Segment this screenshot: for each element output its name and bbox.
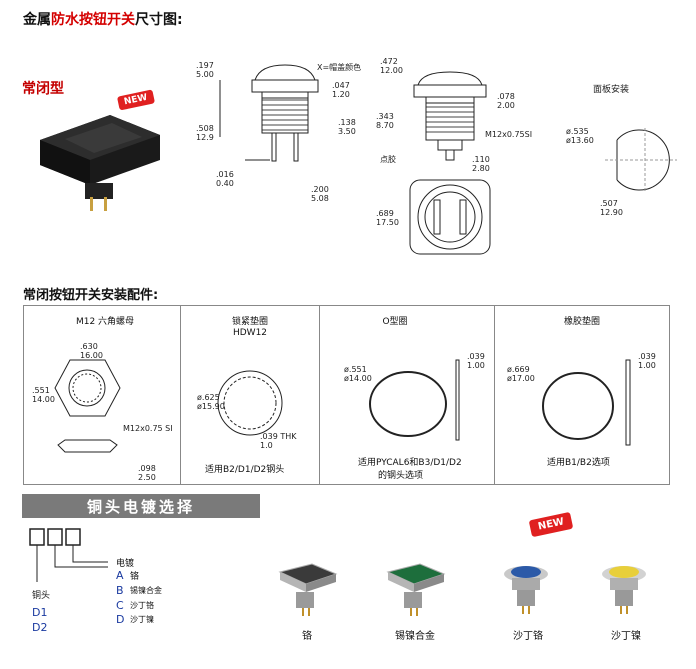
nut-dim-098: .098 xyxy=(138,464,156,473)
plating-label: 电镀 xyxy=(116,559,135,569)
opt-a: A xyxy=(116,569,124,582)
head-d2: D2 xyxy=(32,621,48,634)
lock-washer-title: 锁紧垫圈 xyxy=(231,317,268,327)
dim-343: .343 xyxy=(376,112,394,121)
o-ring-title: O型圈 xyxy=(382,317,408,327)
product-chrome-label: 铬 xyxy=(302,631,312,642)
plating-new-badge: NEW xyxy=(528,511,574,538)
panel-cutout-drawing xyxy=(605,128,677,192)
opt-d-text: 沙丁镍 xyxy=(130,615,154,624)
nut-dim-630: .630 xyxy=(80,342,98,351)
product-satin-chrome-label: 沙丁铬 xyxy=(513,631,543,642)
washer-dim-039: .039 THK xyxy=(260,432,297,441)
dim-350: 3.50 xyxy=(338,127,356,136)
rubber-dim-669: ø.669 xyxy=(507,365,530,374)
hex-nut-title: M12 六角螺母 xyxy=(75,317,135,327)
product-satin-nickel-label: 沙丁镍 xyxy=(611,631,641,642)
cap-color-note: X=帽盖颜色 xyxy=(317,63,362,72)
head-label: 铜头 xyxy=(32,591,51,601)
opt-d: D xyxy=(116,613,125,626)
oring-note-1: 适用PYCAL6和B3/D1/D2 xyxy=(358,458,462,468)
rubber-washer-drawing xyxy=(542,359,631,446)
dim-689: .689 xyxy=(376,209,394,218)
accessories-panel xyxy=(23,305,670,485)
nut-dim-250: 2.50 xyxy=(138,473,156,482)
dim-472: .472 xyxy=(380,57,398,66)
lock-washer-model: HDW12 xyxy=(232,328,268,338)
code-diagram xyxy=(29,528,108,582)
washer-note: 适用B2/D1/D2钢头 xyxy=(205,465,285,475)
nut-dim-1600: 16.00 xyxy=(80,351,103,360)
side-view-drawing xyxy=(219,64,319,162)
oring-dim-100: 1.00 xyxy=(467,361,485,370)
dim-500: 5.00 xyxy=(196,70,214,79)
washer-dim-625: ø.625 xyxy=(197,393,220,402)
rubber-dim-039: .039 xyxy=(638,352,656,361)
dim-047: .047 xyxy=(332,81,350,90)
nut-dim-1400: 14.00 xyxy=(32,395,55,404)
dim-1360: ø13.60 xyxy=(566,136,594,145)
product-tin-nickel-photo xyxy=(386,563,446,616)
product-satin-nickel-photo xyxy=(602,566,646,614)
dim-870: 8.70 xyxy=(376,121,394,130)
product-tin-nickel-label: 锡镍合金 xyxy=(395,631,435,642)
dim-1750: 17.50 xyxy=(376,218,399,227)
dim-280: 2.80 xyxy=(472,164,490,173)
dim-110: .110 xyxy=(472,155,490,164)
opt-b-text: 锡镍合金 xyxy=(130,586,162,595)
opt-b: B xyxy=(116,584,124,597)
product-chrome-photo xyxy=(278,563,338,616)
dim-040: 0.40 xyxy=(216,179,234,188)
panel-mount-label: 面板安装 xyxy=(593,85,630,95)
dim-138: .138 xyxy=(338,118,356,127)
plating-banner: 铜头电镀选择 xyxy=(22,494,260,518)
oring-dim-1400: ø14.00 xyxy=(344,374,372,383)
dim-120: 1.20 xyxy=(332,90,350,99)
oring-dim-039: .039 xyxy=(467,352,485,361)
product-satin-chrome-photo xyxy=(504,566,548,614)
dim-129: 12.9 xyxy=(196,133,214,142)
hex-nut-drawing xyxy=(54,359,121,453)
dim-200b: 2.00 xyxy=(497,101,515,110)
dim-200: .200 xyxy=(311,185,329,194)
dim-197: .197 xyxy=(196,61,214,70)
nut-dim-551: .551 xyxy=(32,386,50,395)
lock-washer-drawing xyxy=(217,370,283,436)
dim-016: .016 xyxy=(216,170,234,179)
rubber-dim-100: 1.00 xyxy=(638,361,656,370)
nut-thread: M12x0.75 SI xyxy=(123,424,173,433)
thread-spec: M12x0.75SI xyxy=(485,130,533,139)
opt-a-text: 铬 xyxy=(130,572,140,582)
washer-dim-1590: ø15.90 xyxy=(197,402,225,411)
rubber-note: 适用B1/B2选项 xyxy=(547,458,610,468)
front-view-drawing xyxy=(409,71,491,255)
o-ring-drawing xyxy=(369,359,460,441)
dim-508: .508 xyxy=(196,124,214,133)
head-d1: D1 xyxy=(32,606,48,619)
dim-507: .507 xyxy=(600,199,618,208)
product-photo xyxy=(40,115,160,211)
rubber-washer-title: 橡胶垫圈 xyxy=(563,317,600,327)
dot-glue-note: 点胶 xyxy=(380,155,396,164)
product-type-label: 常闭型 xyxy=(22,81,64,97)
oring-note-2: 的钢头选项 xyxy=(378,471,424,481)
oring-dim-551: ø.551 xyxy=(344,365,367,374)
opt-c-text: 沙丁铬 xyxy=(130,601,154,610)
dim-1290: 12.90 xyxy=(600,208,623,217)
accessories-title: 常闭按钮开关安装配件: xyxy=(23,288,159,303)
dim-1200: 12.00 xyxy=(380,66,403,75)
rubber-dim-1700: ø17.00 xyxy=(507,374,535,383)
dim-535: ø.535 xyxy=(566,127,589,136)
washer-dim-10: 1.0 xyxy=(260,441,273,450)
opt-c: C xyxy=(116,599,124,612)
page-title: 金属防水按钮开关尺寸图: xyxy=(23,12,183,28)
dim-508b: 5.08 xyxy=(311,194,329,203)
dim-078: .078 xyxy=(497,92,515,101)
